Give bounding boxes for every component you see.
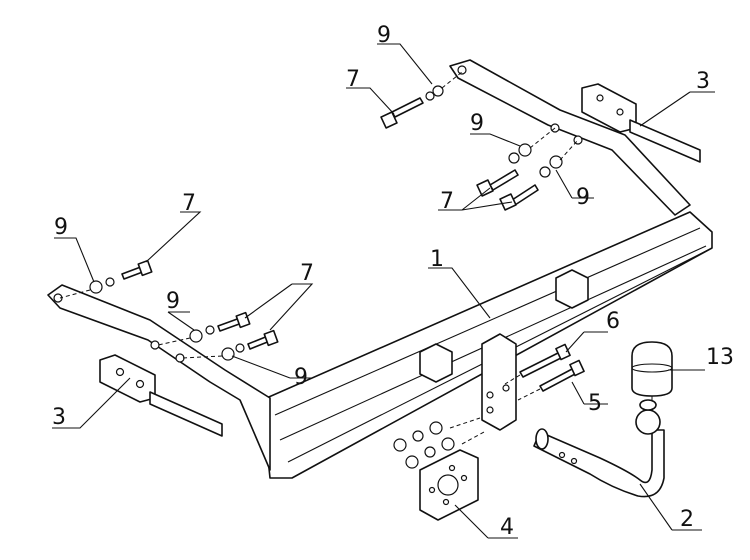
callout-9-left: 9 — [54, 215, 68, 240]
callout-9-lower: 9 — [294, 365, 308, 390]
nut-washer-cluster — [393, 417, 485, 469]
callout-7-middle: 7 — [440, 189, 454, 214]
callout-7-left: 7 — [182, 191, 196, 216]
socket-plate-part-4 — [419, 449, 479, 521]
callout-13: 13 — [706, 345, 734, 370]
bolt-washer-sets — [59, 71, 579, 361]
callout-7-lower: 7 — [300, 261, 314, 286]
callout-5: 5 — [588, 391, 602, 416]
ball-cap-part-13 — [631, 341, 673, 402]
strap-plate-part-3-lower — [99, 354, 223, 437]
tow-ball-part-2 — [533, 399, 665, 498]
long-bolts-parts-5-6 — [504, 343, 585, 401]
callout-labels: 1 2 3 3 4 5 6 7 7 7 7 9 9 9 9 9 9 13 — [52, 23, 734, 540]
callout-1: 1 — [430, 247, 444, 272]
strap-plate-part-3-upper — [581, 83, 701, 163]
callout-9-mid-left: 9 — [166, 289, 180, 314]
callout-3-lower: 3 — [52, 405, 66, 430]
callout-9-upper-mid: 9 — [470, 111, 484, 136]
callout-4: 4 — [500, 515, 514, 540]
callout-6: 6 — [606, 309, 620, 334]
crossbar-part-1 — [261, 211, 713, 479]
leader-lines — [52, 43, 715, 539]
callout-3-upper: 3 — [696, 69, 710, 94]
callout-7-upper: 7 — [346, 67, 360, 92]
callout-2: 2 — [680, 507, 694, 532]
callout-9-top: 9 — [377, 23, 391, 48]
callout-9-right: 9 — [576, 185, 590, 210]
left-side-arm — [47, 284, 271, 471]
